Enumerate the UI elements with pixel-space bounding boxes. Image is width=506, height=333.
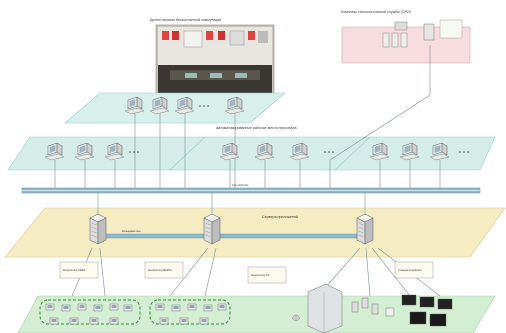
field-device: [61, 304, 71, 312]
field-device: [77, 303, 87, 311]
ellipsis-dot: [328, 151, 330, 153]
workstation-computer: [429, 142, 450, 161]
server: [203, 213, 221, 245]
field-device: [69, 317, 79, 325]
field-device: [109, 303, 119, 311]
connection-lines: [54, 45, 441, 297]
workstation-computer: [174, 96, 195, 115]
field-device: [45, 303, 55, 311]
workstation-computer: [289, 142, 310, 161]
ellipsis-dot: [467, 151, 469, 153]
field-instruments: [291, 297, 395, 322]
ellipsis-dot: [207, 105, 209, 107]
ellipsis-dot: [463, 151, 465, 153]
workstation-computer: [149, 96, 170, 115]
ellipsis-dot: [137, 151, 139, 153]
ellipsis-dot: [332, 151, 334, 153]
workstation-computer: [399, 142, 420, 161]
ellipsis-dot: [459, 151, 461, 153]
field-device: [199, 317, 209, 325]
servers-label: Сервера приложений: [262, 215, 298, 219]
control-room-label: Диспетчерская бесконтактной коммутации: [150, 18, 221, 22]
field-devices: [45, 303, 227, 325]
field-device: [93, 304, 103, 312]
unit-a-label: Контроллер СМКА: [63, 268, 86, 272]
field-group-a: [39, 299, 141, 325]
server: [89, 213, 107, 245]
unit-d-label: Станция оператора: [398, 268, 422, 272]
field-device: [109, 317, 119, 325]
operator-monitors: [401, 294, 453, 327]
pri-room: [341, 19, 471, 64]
workstation-computer: [104, 142, 125, 161]
ellipsis-dot: [203, 105, 205, 107]
field-group-b: [149, 299, 231, 325]
workstation-computer: [44, 142, 65, 161]
main-bus: [21, 187, 481, 194]
field-device: [123, 304, 133, 312]
workstation-computer: [124, 96, 145, 115]
field-device: [49, 317, 59, 325]
unit-c-label: Контроллер РС: [251, 273, 270, 277]
workstation-computer: [74, 142, 95, 161]
field-device: [171, 304, 181, 312]
workstation-computer: [369, 142, 390, 161]
field-device: [89, 317, 99, 325]
unit-b-label: Контроллер МАРКА: [148, 268, 172, 272]
main-bus-label: Сеть Ethernet: [232, 183, 249, 187]
workstation-computer: [219, 142, 240, 161]
workstation-computer: [254, 142, 275, 161]
ring-bus: [94, 233, 366, 239]
workstation-computer: [224, 96, 245, 115]
field-device: [187, 303, 197, 311]
ellipsis-dot: [199, 105, 201, 107]
ring-bus-label: Кольцевая сеть: [122, 229, 141, 233]
pri-room-label: Комплекс технологической службы (ПРИ): [341, 10, 411, 14]
field-device: [159, 317, 169, 325]
field-device: [203, 304, 213, 312]
ellipsis-dot: [133, 151, 135, 153]
control-room-floor: [64, 92, 286, 124]
control-room-photo: [155, 24, 275, 98]
field-device: [217, 303, 227, 311]
server: [356, 213, 374, 245]
ellipsis-dot: [129, 151, 131, 153]
server-platform: [4, 207, 506, 258]
field-unit-labels: Контроллер СМКА Контроллер МАРКА Контрол…: [59, 261, 434, 284]
field-device: [155, 303, 165, 311]
field-cabinet: [307, 283, 343, 333]
workstations-label: Автоматизированные рабочие места персона…: [216, 126, 297, 130]
ellipsis-dot: [324, 151, 326, 153]
server-nodes: [89, 213, 374, 245]
field-device: [179, 317, 189, 325]
computer-nodes: [44, 96, 469, 161]
